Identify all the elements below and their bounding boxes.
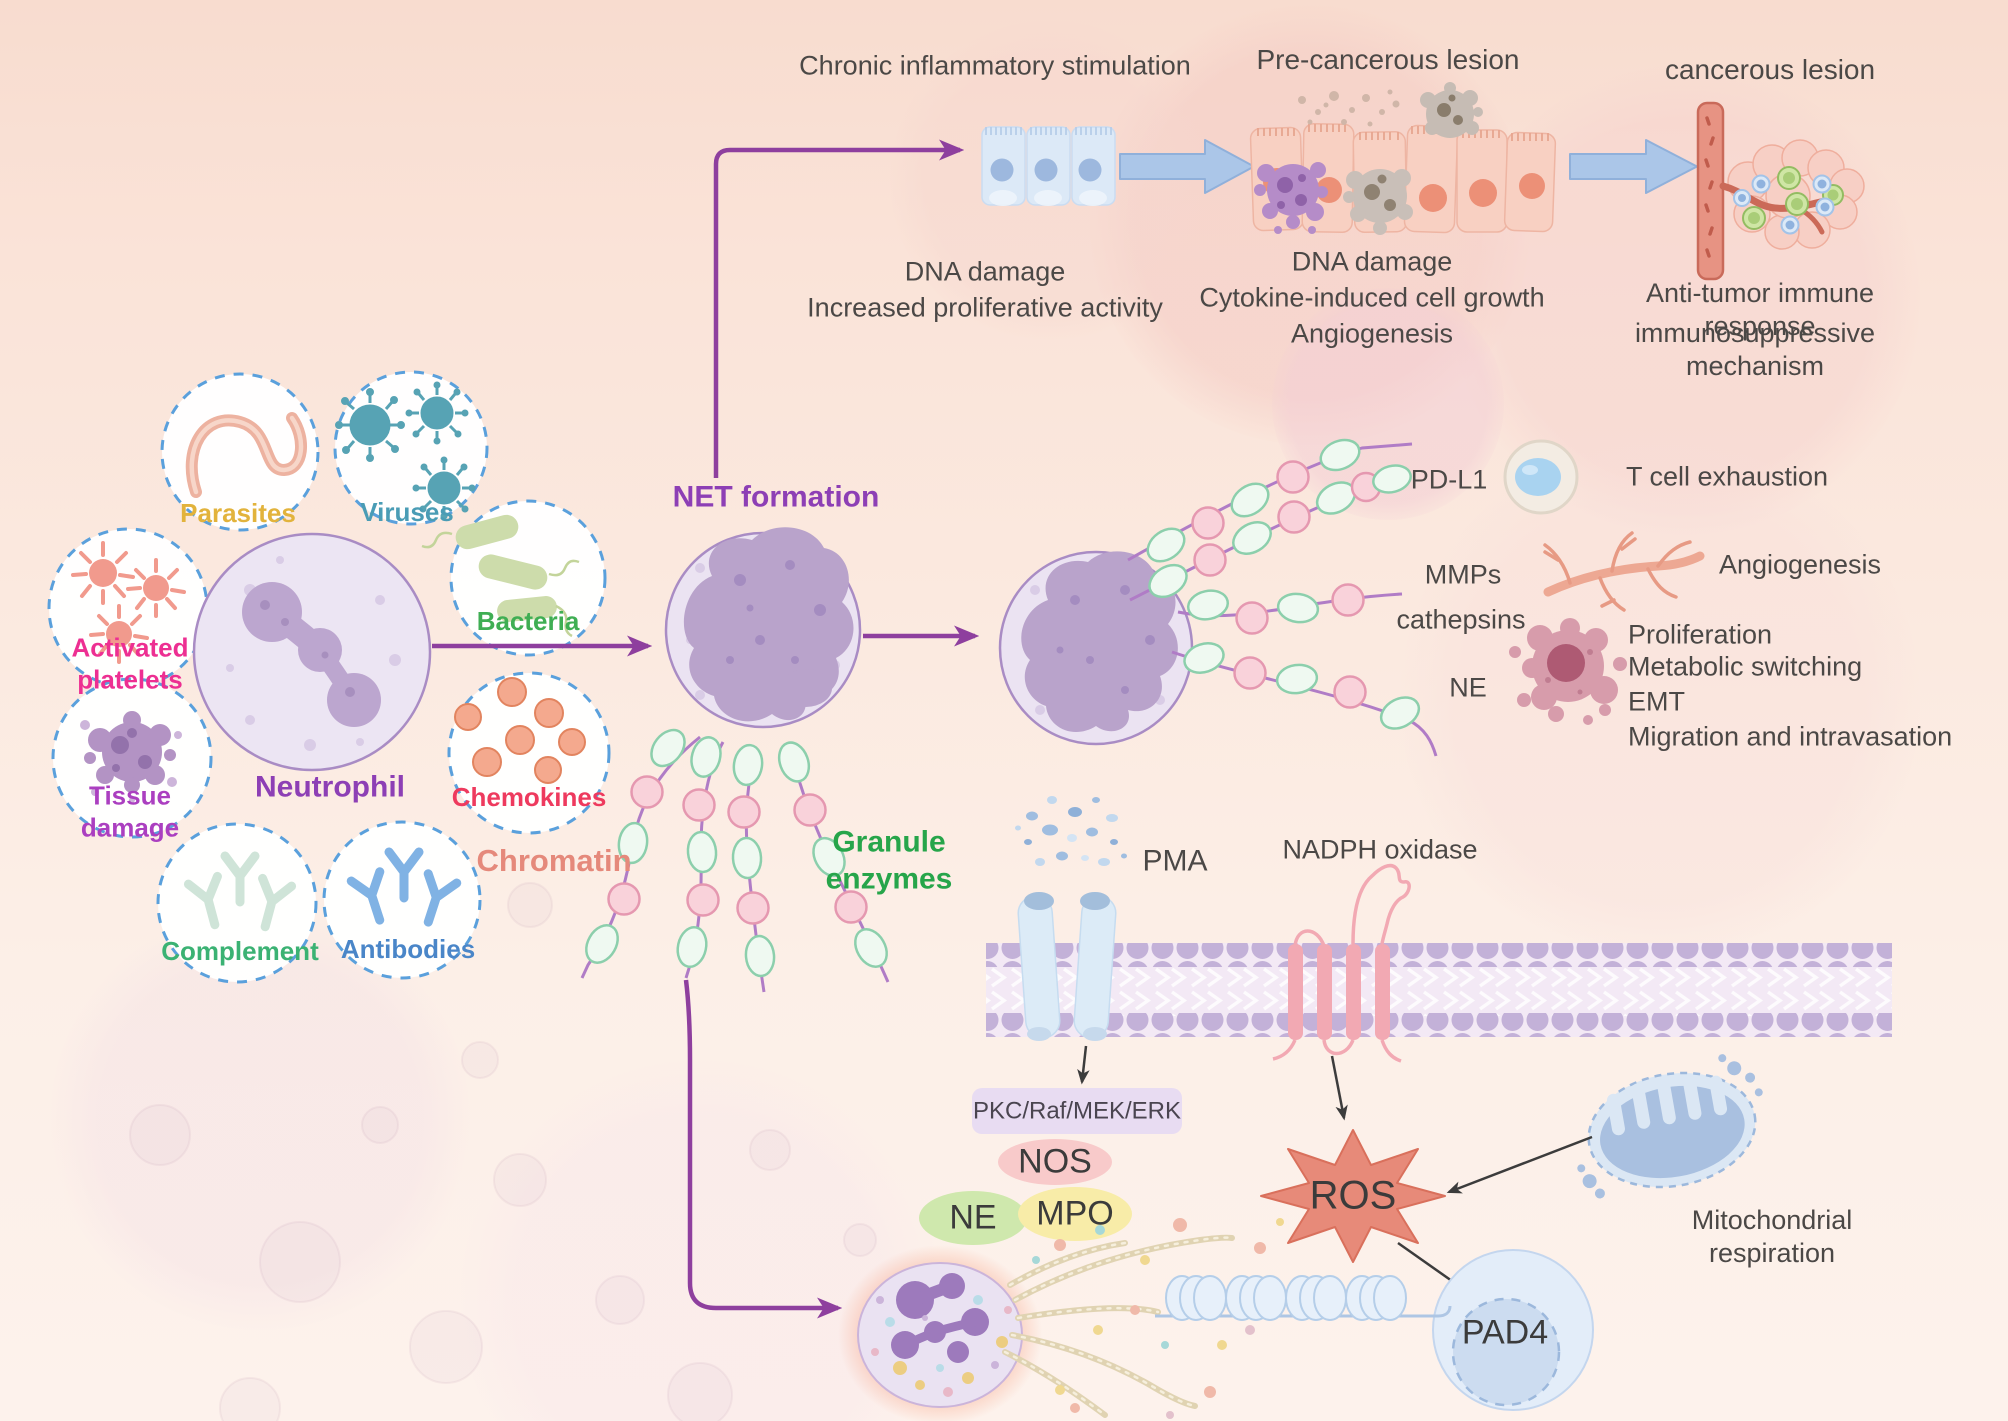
complement-antibody-icon (183, 851, 297, 932)
net-release-neutrophil-illustration (998, 438, 1438, 757)
dead-cell-gray-1 (1343, 169, 1413, 235)
ros-label: ROS (1309, 1173, 1397, 1218)
chromatin-beads (1146, 438, 1421, 730)
angiogenesis-label: Angiogenesis (1718, 549, 1882, 580)
granule-enzymes-label: Granule enzymes (825, 825, 953, 895)
antibodies-label: Antibodies (340, 934, 476, 965)
flow-arrow-1 (1119, 139, 1255, 194)
net-to-suicidal-arrow (683, 979, 843, 1319)
nadph-oxidase-icon (1272, 863, 1411, 1063)
tumor-effect-1: Proliferation (1628, 619, 1773, 650)
viruses-label: Viruses (360, 497, 454, 528)
nos-label: NOS (1018, 1142, 1092, 1181)
pdl1-label: PD-L1 (1410, 464, 1488, 495)
chemokines-circle (447, 671, 611, 835)
parasites-circle (160, 372, 320, 532)
healthy-effect-2: Increased proliferative activity (807, 292, 1163, 323)
bacteria-icon (421, 514, 580, 638)
parasites-label: Parasites (180, 498, 296, 529)
precancer-effect-1: DNA damage (1291, 246, 1453, 277)
pkc-cascade-box (972, 1088, 1182, 1134)
ghost-bubbles (129, 882, 877, 1421)
ne-enzyme-label: NE (949, 1198, 997, 1237)
pma-label: PMA (1142, 844, 1208, 878)
dna-chains (1002, 1218, 1309, 1419)
dying-neutrophil-illustration (838, 1245, 1042, 1421)
viruses-circle (333, 370, 489, 526)
antibodies-circle (322, 820, 482, 980)
t-cell-exhaustion-label: T cell exhaustion (1625, 461, 1829, 492)
cell-membrane-illustration (986, 943, 1892, 1037)
mmps-label: MMPs (1424, 559, 1502, 590)
cathepsins-label: cathepsins (1396, 604, 1526, 635)
ros-star-icon (1260, 1129, 1446, 1263)
bacteria-label: Bacteria (476, 606, 580, 637)
net-formation-label: NET formation (672, 480, 880, 514)
virus-icon (335, 381, 476, 520)
tumor-effect-3: EMT (1628, 686, 1685, 717)
cancerous-label: cancerous lesion (1664, 53, 1876, 85)
chromatin-beads (585, 728, 888, 978)
pad4-label: PAD4 (1461, 1313, 1549, 1352)
tissue-damage-icon (80, 711, 182, 803)
chromatin-label: Chromatin (476, 843, 632, 879)
nucleosome-chain-illustration (1155, 1275, 1452, 1321)
cancer-effect-1: Anti-tumor immune response (1645, 278, 1875, 341)
net-chromatin-strands (580, 728, 890, 993)
tumor-blue-cells (1733, 174, 1835, 235)
nadph-to-ros-arrow (1330, 1055, 1348, 1121)
stimuli-circles (47, 370, 611, 984)
pad4-cell-icon (1432, 1249, 1594, 1411)
mitochondrial-respiration-label: Mitochondrial respiration (1691, 1205, 1853, 1268)
antibody-icon (346, 847, 462, 927)
nos-ellipse (998, 1139, 1112, 1185)
pkc-cascade-label: PKC/Raf/MEK/ERK (972, 1097, 1182, 1125)
pma-channel-icon (1017, 892, 1117, 1041)
dead-cell-gray-2 (1420, 82, 1483, 138)
precancerous-label: Pre-cancerous lesion (1256, 43, 1520, 75)
lobed-nucleus (242, 582, 381, 727)
chemokine-dots-icon (454, 677, 586, 784)
ne-label: NE (1449, 672, 1487, 703)
ne-ellipse (919, 1191, 1027, 1245)
platelet-icon (71, 541, 186, 664)
flow-arrow-2 (1569, 139, 1698, 194)
activated-platelets-label: Activated platelets (71, 632, 189, 694)
tissue-damage-circle (51, 677, 213, 839)
netting-neutrophil-illustration (664, 527, 862, 729)
healthy-effect-1: DNA damage (904, 256, 1066, 287)
nadph-oxidase-label: NADPH oxidase (1282, 834, 1478, 865)
mitochondria-icon (1577, 1054, 1763, 1199)
pma-particles (1015, 796, 1127, 866)
chronic-stimulation-label: Chronic inflammatory stimulation (799, 50, 1191, 81)
t-cell-icon (1503, 439, 1579, 515)
tumor-effect-2: Metabolic switching (1628, 651, 1863, 682)
net-to-epithelium-arrow (713, 139, 965, 478)
blood-vessel-icon (1543, 531, 1705, 612)
precancer-effect-3: Angiogenesis (1290, 318, 1454, 349)
complement-label: Complement (161, 936, 319, 967)
activated-platelets-circle (47, 527, 209, 689)
tumor-cell-icon (1509, 618, 1627, 725)
bacteria-circle (421, 499, 607, 657)
mpo-label: MPO (1036, 1194, 1114, 1233)
channel-to-pkc-arrow (1077, 1045, 1090, 1085)
cancerous-lesion-illustration (1696, 101, 1865, 281)
precancerous-lesion-illustration (1249, 82, 1557, 235)
chemokines-label: Chemokines (451, 782, 607, 813)
healthy-epithelium-illustration (981, 126, 1116, 206)
tissue-damage-label: Tissue damage (80, 780, 180, 842)
mito-to-ros-arrow (1446, 1135, 1593, 1194)
neutrophil-illustration (192, 532, 432, 772)
speckles (1298, 89, 1400, 127)
neutrophil-label: Neutrophil (255, 770, 405, 804)
complement-circle (156, 822, 318, 984)
tumor-green-cells (1742, 166, 1844, 230)
cancer-effect-2: immunosuppressive mechanism (1634, 318, 1876, 381)
tumor-effect-4: Migration and intravasation (1628, 721, 1953, 752)
precancer-effect-2: Cytokine-induced cell growth (1199, 282, 1545, 313)
